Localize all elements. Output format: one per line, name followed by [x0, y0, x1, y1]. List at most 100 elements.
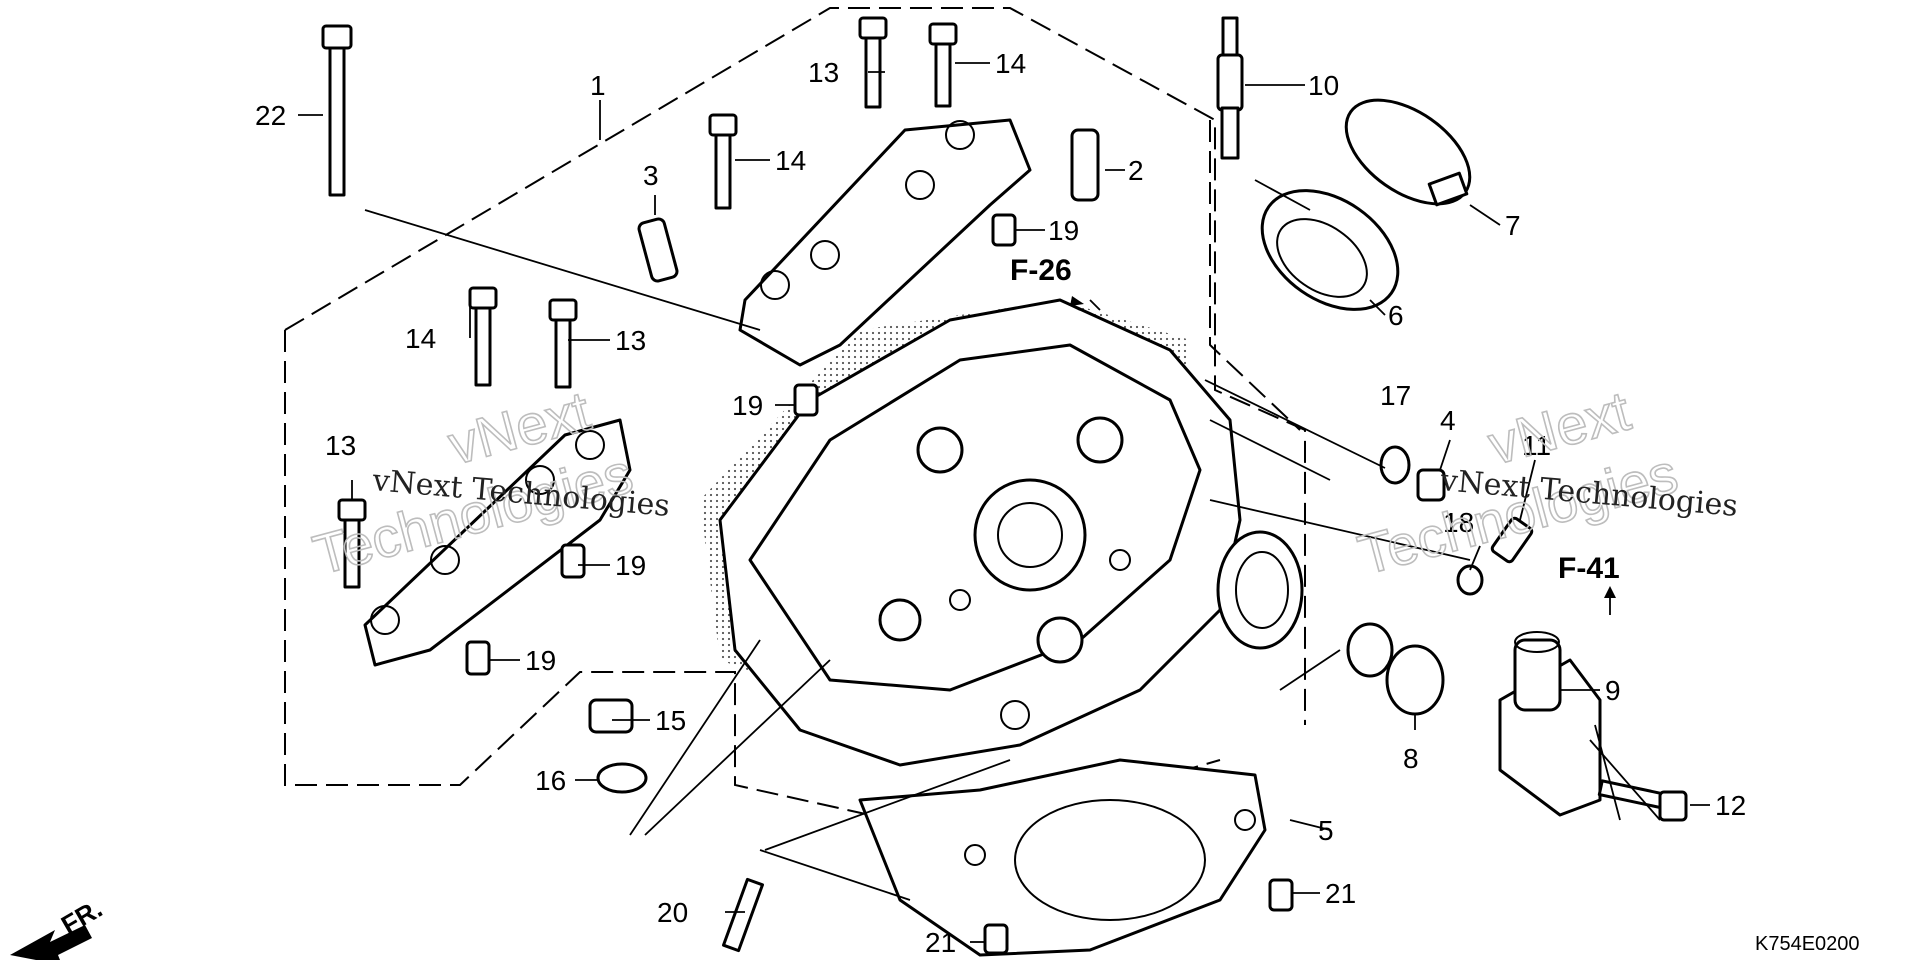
- callout-6: 6: [1388, 300, 1404, 331]
- bolt-14-top-shank: [934, 36, 952, 108]
- holder-hole: [575, 430, 605, 460]
- front-label: FR.: [56, 893, 107, 940]
- spark-plug-terminal: [1221, 16, 1239, 60]
- valve-pocket: [1036, 616, 1084, 664]
- callout-19: 19: [732, 390, 763, 421]
- holder-hole: [525, 465, 555, 495]
- section-references: F-26 F-41: [1010, 254, 1620, 615]
- bolt-14-mid-shank: [714, 126, 732, 210]
- holder-hole: [810, 240, 840, 270]
- callout-12: 12: [1715, 790, 1746, 821]
- leader-lines: [298, 62, 1710, 943]
- band-7-clamp: [1427, 171, 1469, 207]
- ref-f41: F-41: [1558, 552, 1620, 585]
- callout-13: 13: [615, 325, 646, 356]
- head-gasket: [858, 758, 1267, 957]
- bolt-13-top-shank: [864, 30, 882, 109]
- bolt-14-left-shank: [474, 298, 492, 387]
- callout-9: 9: [1605, 675, 1621, 706]
- callout-20: 20: [657, 897, 688, 928]
- stud-20: [722, 877, 764, 953]
- valve-pocket: [916, 426, 964, 474]
- dowel-21: [1268, 878, 1294, 912]
- callout-15: 15: [655, 705, 686, 736]
- dowel-19: [793, 383, 819, 417]
- callout-13: 13: [325, 430, 356, 461]
- washer-17: [1379, 445, 1411, 485]
- bolt-14-top-head: [928, 22, 958, 46]
- ref-f41-arrow: [1604, 586, 1616, 598]
- valve-guide-2: [1070, 128, 1100, 202]
- washer-16: [596, 762, 648, 794]
- front-direction: FR.: [10, 893, 107, 960]
- callout-1: 1: [590, 70, 606, 101]
- bolt-13-left-head: [548, 298, 578, 322]
- ref-f26: F-26: [1010, 254, 1072, 287]
- bolt-13-left-shank: [554, 310, 572, 389]
- thermostat-spring: [1346, 622, 1394, 678]
- callout-3: 3: [643, 160, 659, 191]
- callout-19: 19: [1048, 215, 1079, 246]
- spark-plug-insulator: [1216, 53, 1244, 112]
- bolt-hole: [1000, 700, 1030, 730]
- callout-14: 14: [995, 48, 1026, 79]
- callout-14: 14: [405, 323, 436, 354]
- nut-15: [588, 698, 634, 734]
- camshaft-holder-left-body: [363, 418, 632, 667]
- bolt-hole: [1109, 549, 1131, 571]
- bolt-14-left-head: [468, 286, 498, 310]
- water-outlet-9: [1498, 631, 1688, 822]
- callout-5: 5: [1318, 815, 1334, 846]
- sensor-4: [1416, 468, 1446, 502]
- valve-pocket: [1076, 416, 1124, 464]
- callouts: 1 2 3 4 5 6 7 8 9 10 11 12 13 14 14 14 1…: [255, 48, 1746, 958]
- sensor-11: [1490, 516, 1534, 564]
- valve-pocket: [878, 598, 922, 642]
- dowel-21: [983, 923, 1009, 955]
- exhaust-port-inner: [1235, 551, 1289, 629]
- callout-22: 22: [255, 100, 286, 131]
- dowel-19: [465, 640, 491, 676]
- bolt-13-top-head: [858, 16, 888, 40]
- bolt-22-shank: [328, 43, 346, 197]
- front-arrow-icon: [10, 925, 92, 960]
- callout-19: 19: [525, 645, 556, 676]
- gasket-hole: [964, 844, 986, 866]
- callout-18: 18: [1443, 507, 1474, 538]
- holder-hole: [370, 605, 400, 635]
- washer-18: [1456, 564, 1484, 596]
- callout-13: 13: [808, 57, 839, 88]
- callout-8: 8: [1403, 743, 1419, 774]
- camshaft-holder-left: [337, 286, 632, 676]
- spark-plug-well: [973, 478, 1087, 592]
- holder-hole: [760, 270, 790, 300]
- callout-19: 19: [615, 550, 646, 581]
- callout-17: 17: [1380, 380, 1411, 411]
- bolt-22: [321, 24, 353, 197]
- callout-21: 21: [1325, 878, 1356, 909]
- water-outlet-mouth: [1514, 631, 1560, 653]
- callout-10: 10: [1308, 70, 1339, 101]
- callout-21: 21: [925, 927, 956, 958]
- camshaft-holder-right-body: [738, 118, 1032, 367]
- holder-hole: [430, 545, 460, 575]
- bolt-12-head: [1658, 790, 1688, 822]
- intake-insulator: [1260, 98, 1472, 311]
- cylinder-head-boundary-upper: [284, 7, 1306, 725]
- callout-7: 7: [1505, 210, 1521, 241]
- intake-boundary: [1209, 120, 1301, 431]
- valve-guide-3: [637, 217, 679, 283]
- bolt-22-head: [321, 24, 353, 50]
- ref-f26-arrow: [1070, 296, 1084, 306]
- diagram-code: K754E0200: [1755, 933, 1860, 955]
- water-outlet-neck: [1513, 638, 1562, 712]
- callout-2: 2: [1128, 155, 1144, 186]
- gasket-bore: [1014, 799, 1206, 921]
- callout-4: 4: [1440, 405, 1456, 436]
- spark-plug-thread: [1220, 106, 1240, 160]
- thermostat-flange: [1385, 644, 1445, 716]
- insulator-6-bore: [1276, 218, 1368, 298]
- exhaust-port: [1216, 530, 1304, 650]
